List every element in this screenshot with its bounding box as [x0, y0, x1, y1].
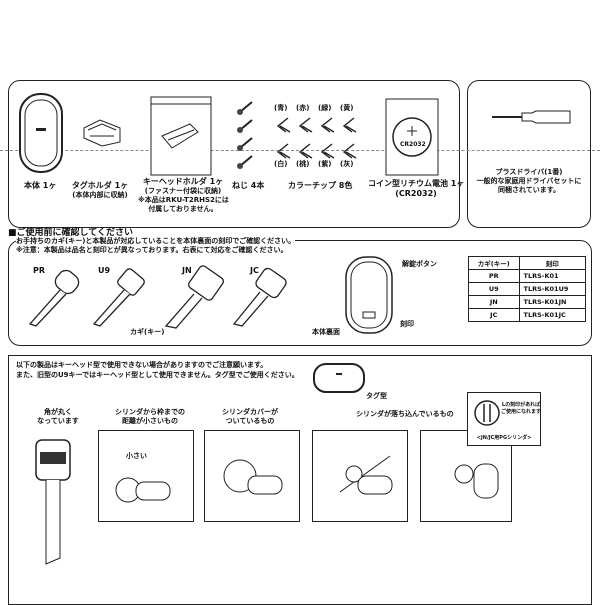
- main-body-illustration: [19, 93, 63, 173]
- key-head-holder-note2: 付属しておりません。: [148, 205, 218, 213]
- inset-text: Lの刻印があればご使用になれます: [500, 402, 542, 416]
- case1-line2: 距離が小さいもの: [122, 417, 178, 425]
- key-head-holder-sub: (ファスナー付袋に収納): [144, 187, 222, 195]
- tag-holder-name: タグホルダ 1ヶ: [71, 181, 129, 190]
- case3-caption: シリンダが落ち込んでいるもの: [356, 410, 454, 418]
- case2-line1: シリンダカバーが: [222, 408, 278, 416]
- key-head-illustration: [35, 439, 71, 565]
- color-chips-label: カラーチップ 8色: [288, 181, 353, 190]
- chip-color-white: (白): [274, 160, 288, 168]
- table-cell: TLRS-K01JC: [518, 308, 587, 322]
- table-cell: U9: [468, 282, 520, 296]
- key-label-jn: JN: [182, 266, 192, 275]
- case2-illustration: [223, 459, 283, 495]
- inset-caption: <JN/JC用PGシリンダ>: [476, 435, 532, 441]
- driver-text: プラスドライバ(1番)一般的な家庭用ドライバセットに同梱されています。: [470, 168, 588, 195]
- battery-name: コイン型リチウム電池 1ヶ: [368, 179, 465, 188]
- contents-box: [8, 80, 460, 228]
- table-cell: JC: [468, 308, 520, 322]
- table-header: 刻印: [518, 256, 587, 270]
- key-head-holder-bag: [150, 96, 212, 176]
- check-box: [8, 240, 592, 346]
- battery-sub: (CR2032): [395, 189, 437, 198]
- driver-line2: 一般的な家庭用ドライバセットに: [476, 177, 582, 185]
- caution-line1: 以下の製品はキーヘッド型で使用できない場合がありますのでご注意願います。: [16, 361, 268, 369]
- key-label-u9: U9: [98, 266, 111, 275]
- battery-label: CR2032: [400, 141, 426, 148]
- back-label: 本体裏面: [312, 328, 340, 336]
- rounded-corner-line2: なっています: [37, 417, 79, 425]
- key-head-holder-name: キーヘッドホルダ 1ヶ: [142, 177, 224, 186]
- rounded-corner-line1: 角が丸く: [44, 408, 72, 416]
- screws-illustration: [237, 101, 253, 169]
- key-head-holder-note1: ※本品はRKU-T2RHS2には: [138, 196, 229, 204]
- case1-caption: シリンダから枠までの距離が小さいもの: [95, 408, 205, 426]
- pg-cylinder-inset: [467, 392, 541, 446]
- table-cell: JN: [468, 295, 520, 309]
- table-cell: TLRS-K01U9: [518, 282, 587, 296]
- check-line2: ※注意：本製品は品名と刻印とが異なっております。右表にて対応をご確認ください。: [16, 246, 288, 254]
- case2-caption: シリンダカバーがついているもの: [200, 408, 300, 426]
- case1-small-label: 小さい: [126, 452, 147, 461]
- key-head-holder-label: キーヘッドホルダ 1ヶ(ファスナー付袋に収納)※本品はRKU-T2RHS2には付…: [138, 177, 229, 214]
- back-of-body-illustration: [345, 256, 393, 334]
- case1-illustration: [115, 477, 171, 503]
- driver-box: [467, 80, 591, 228]
- table-cell: TLRS-K01JN: [518, 295, 587, 309]
- engraving-label: 刻印: [400, 320, 414, 328]
- chip-color-yellow: (黄): [340, 104, 354, 112]
- key-label-pr: PR: [33, 266, 46, 275]
- chip-color-gray: (灰): [340, 160, 354, 168]
- driver-line3: 同梱されています。: [497, 186, 561, 194]
- tag-holder-sub: (本体内部に収納): [72, 191, 128, 199]
- inset-line2: ご使用になれます: [500, 409, 541, 415]
- chip-color-pink: (桃): [296, 160, 310, 168]
- rounded-corner-label: 角が丸くなっています: [28, 408, 88, 426]
- chip-color-blue: (青): [274, 104, 288, 112]
- keys-illustration: [28, 265, 287, 329]
- dashed-line: [0, 150, 600, 151]
- key-label-jc: JC: [250, 266, 259, 275]
- tag-type-label: タグ型: [366, 392, 387, 400]
- case1-panel: [98, 430, 194, 522]
- release-button-label: 解錠ボタン: [402, 260, 437, 268]
- tag-holder-label: タグホルダ 1ヶ(本体内部に収納): [64, 181, 136, 200]
- screwdriver-illustration: [492, 110, 571, 124]
- chip-color-purple: (紫): [318, 160, 332, 168]
- check-line1: お手持ちのカギ(キー)と本製品が対応していることを本体裏面の刻印でご確認ください…: [16, 237, 296, 246]
- case4-illustration: [454, 463, 499, 499]
- color-chips-illustration: [276, 117, 357, 159]
- tag-type-illustration: [313, 363, 365, 393]
- inset-line1: Lの刻印があれば: [501, 402, 541, 408]
- check-heading: ■ご使用前に確認してください: [8, 228, 133, 238]
- keys-caption: カギ(キー): [130, 328, 165, 336]
- screws-label: ねじ 4本: [232, 181, 265, 190]
- case2-line2: ついているもの: [225, 417, 275, 425]
- table-cell: TLRS-K01: [518, 269, 587, 283]
- tag-holder-illustration: [83, 119, 121, 147]
- battery-package-illustration: [385, 98, 439, 176]
- battery-item-label: コイン型リチウム電池 1ヶ(CR2032): [368, 179, 464, 199]
- table-cell: PR: [468, 269, 520, 283]
- main-body-label: 本体 1ヶ: [24, 181, 57, 190]
- pg-cylinder-icon: [474, 400, 500, 426]
- driver-line1: プラスドライバ(1番): [495, 168, 563, 176]
- table-header-row: カギ(キー)刻印: [468, 256, 587, 270]
- case1-line1: シリンダから枠までの: [115, 408, 185, 416]
- chip-color-red: (赤): [296, 104, 310, 112]
- chip-color-green: (緑): [318, 104, 332, 112]
- case3-illustration: [339, 455, 393, 495]
- table-header: カギ(キー): [468, 256, 520, 270]
- caution-line2: また、旧型のU9キーではキーヘッド型として使用できません。タグ型でご使用ください…: [16, 371, 299, 379]
